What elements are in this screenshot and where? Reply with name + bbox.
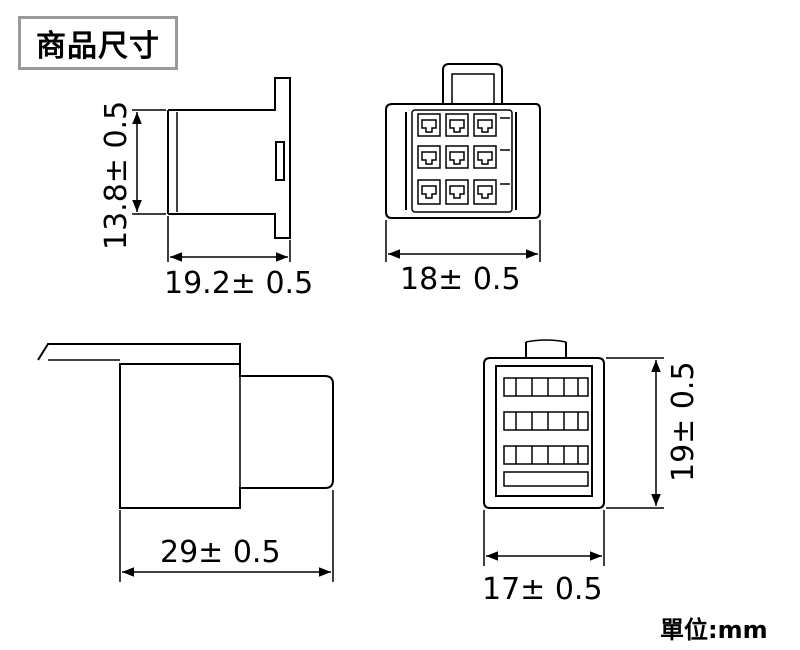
- plug-view: 29± 0.5: [37, 343, 334, 582]
- title-label: 商品尺寸: [36, 29, 160, 64]
- title-box: 商品尺寸: [18, 16, 178, 70]
- back-height-label: 19± 0.5: [666, 361, 701, 482]
- front-view: 18± 0.5: [385, 63, 541, 297]
- unit-label: 單位:mm: [660, 616, 768, 644]
- back-terminal-rows: [503, 377, 589, 487]
- front-width-label: 18± 0.5: [400, 262, 521, 297]
- side-view: 13.8± 0.5 19.2± 0.5: [99, 77, 313, 301]
- plug-length-label: 29± 0.5: [160, 535, 281, 570]
- back-view: 19± 0.5 17± 0.5: [482, 339, 701, 607]
- back-width-label: 17± 0.5: [482, 572, 603, 607]
- terminal-grid: [411, 109, 513, 213]
- side-length-label: 19.2± 0.5: [164, 266, 313, 301]
- side-height-label: 13.8± 0.5: [99, 101, 134, 250]
